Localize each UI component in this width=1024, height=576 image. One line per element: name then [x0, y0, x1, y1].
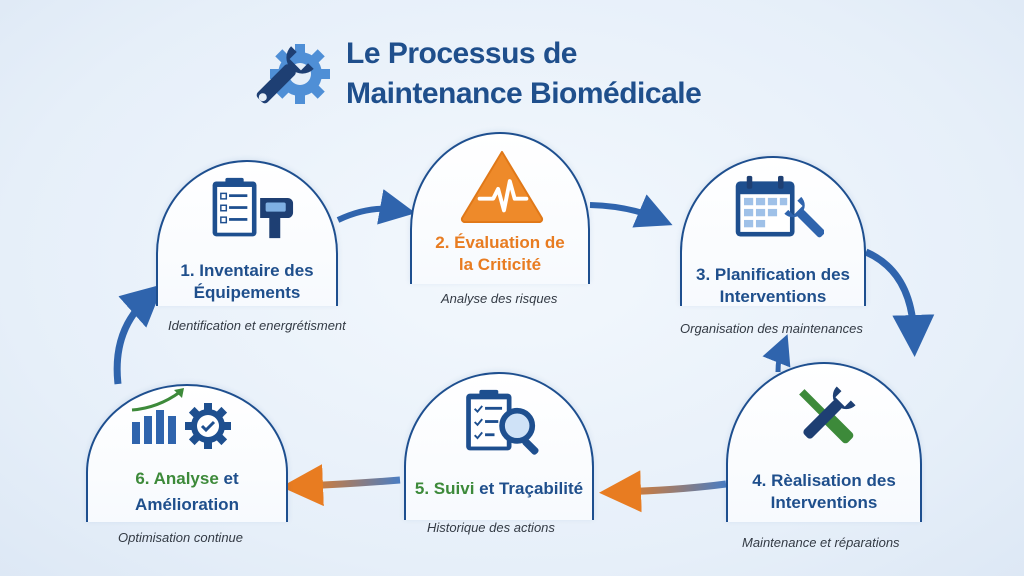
step-2-caption: Analyse des risques — [441, 291, 558, 306]
wrench-gear-icon — [256, 44, 330, 104]
arrow-1-to-2 — [336, 189, 416, 225]
step-6-title: 6. Analyse et Amélioration — [88, 466, 286, 518]
step-3-title-line1: 3. Planification des — [696, 265, 850, 284]
step-1-caption: Identification et energrétisment — [168, 318, 346, 333]
wrench-screwdriver-icon — [799, 386, 856, 444]
title-block: Le Processus de Maintenance Biomédicale — [244, 30, 764, 116]
calendar-wrench-icon — [735, 175, 824, 238]
step-5-title: 5. Suivi et Traçabilité — [406, 478, 592, 500]
checklist-magnifier-icon — [466, 389, 539, 455]
step-4-realisation: 4. Rèalisation des Interventions — [726, 362, 922, 522]
arrow-2-to-3 — [589, 194, 673, 228]
warning-heartbeat-icon — [460, 150, 544, 224]
chart-gear-check-icon — [131, 388, 231, 449]
arrow-5-to-6 — [281, 464, 401, 507]
step-2-title-line1: 2. Évaluation de — [435, 233, 565, 252]
arrow-6-to-1 — [113, 284, 164, 385]
step-3-caption: Organisation des maintenances — [680, 321, 863, 336]
step-6-title-prefix: 6. Analyse — [135, 469, 219, 488]
step-4-caption: Maintenance et réparations — [742, 535, 900, 550]
page-title-line1: Le Processus de — [346, 37, 577, 70]
step-4-title-line2: Interventions — [770, 493, 878, 512]
step-6-title-suffix: et — [218, 469, 239, 488]
step-3-planification: 3. Planification des Interventions — [680, 156, 866, 306]
page-title-line2: Maintenance Biomédicale — [346, 77, 702, 110]
step-6-analyse: 6. Analyse et Amélioration — [86, 384, 288, 522]
step-5-title-mid: et — [474, 479, 499, 498]
step-5-suivi: 5. Suivi et Traçabilité — [404, 372, 594, 520]
step-6-title-line2: Amélioration — [135, 495, 239, 514]
step-1-title-line2: Équipements — [193, 283, 301, 302]
step-5-caption: Historique des actions — [427, 520, 555, 535]
arrow-4-up — [762, 334, 791, 373]
arrow-4-to-5 — [599, 470, 727, 513]
step-4-title-line1: 4. Rèalisation des — [752, 471, 896, 490]
arrow-3-to-4 — [864, 248, 935, 357]
step-3-title-line2: Interventions — [719, 287, 827, 306]
step-2-title-line2: la Criticité — [458, 255, 542, 274]
step-5-title-suffix: Traçabilité — [498, 479, 584, 498]
step-2-evaluation: 2. Évaluation de la Criticité — [410, 132, 590, 284]
step-1-title-line1: 1. Inventaire des — [180, 261, 314, 280]
step-5-title-prefix: 5. Suivi — [414, 479, 475, 498]
clipboard-scanner-icon — [212, 177, 294, 239]
step-6-caption: Optimisation continue — [118, 530, 244, 545]
